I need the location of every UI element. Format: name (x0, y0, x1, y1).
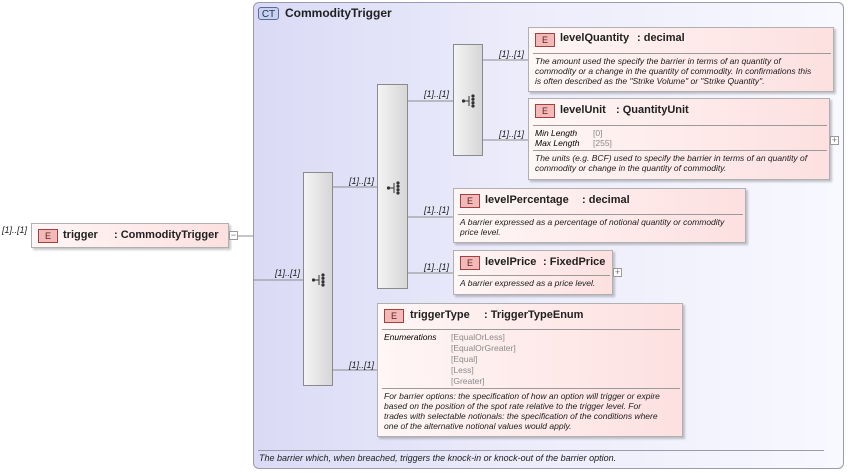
element-badge: E (460, 256, 480, 270)
innermost-sequence-compositor[interactable] (453, 44, 483, 156)
level-quantity-element[interactable]: E levelQuantity : decimal The amount use… (528, 27, 834, 92)
element-doc-line: trades with selectable notionals: the sp… (384, 411, 658, 421)
element-name: levelQuantity (560, 32, 630, 44)
element-type: : QuantityUnit (616, 104, 689, 116)
element-doc-line: The units (e.g. BCF) used to specify the… (535, 153, 808, 163)
inner-sequence-compositor[interactable] (377, 84, 408, 289)
element-badge: E (38, 229, 58, 243)
element-type: : TriggerTypeEnum (484, 309, 584, 321)
trigger-type-cardinality: [1]..[1] (349, 360, 375, 370)
collapse-toggle[interactable]: − (229, 230, 238, 240)
level-percentage-cardinality: [1]..[1] (424, 205, 450, 215)
element-type: : decimal (582, 194, 630, 206)
trigger-type-element[interactable]: E triggerType : TriggerTypeEnum Enumerat… (377, 303, 683, 437)
element-separator (458, 214, 743, 215)
outer-sequence-compositor[interactable] (303, 172, 333, 386)
inner-sequence-cardinality: [1]..[1] (349, 176, 375, 186)
element-badge: E (535, 33, 555, 47)
enumeration-value: [Equal] (451, 354, 478, 364)
expand-toggle[interactable]: + (613, 267, 622, 277)
element-separator (533, 53, 831, 54)
element-name: levelPrice (485, 256, 537, 268)
element-doc-line: one of the alternative notional values w… (384, 421, 572, 431)
sequence-icon (461, 94, 475, 108)
element-separator (533, 125, 827, 126)
innermost-sequence-cardinality: [1]..[1] (424, 89, 450, 99)
trigger-element[interactable]: E trigger : CommodityTrigger (31, 223, 229, 248)
element-doc-line: A barrier expressed as a price level. (460, 278, 596, 288)
element-doc-line: For barrier options: the specification o… (384, 391, 660, 401)
enumeration-value: [EqualOrGreater] (451, 343, 516, 353)
element-separator (382, 329, 680, 330)
enumeration-value: [Greater] (451, 376, 485, 386)
element-badge: E (460, 194, 480, 208)
element-separator (533, 150, 827, 151)
root-cardinality: [1]..[1] (2, 225, 28, 235)
level-unit-element[interactable]: E levelUnit : QuantityUnit Min Length [0… (528, 98, 830, 180)
element-doc-line: commodity or change in the quantity of c… (535, 163, 727, 173)
expand-toggle[interactable]: + (830, 135, 839, 145)
level-quantity-cardinality: [1]..[1] (499, 49, 525, 59)
level-unit-cardinality: [1]..[1] (499, 129, 525, 139)
element-badge: E (535, 104, 555, 118)
element-doc-line: is often described as the "Strike Volume… (535, 76, 765, 86)
level-price-cardinality: [1]..[1] (424, 262, 450, 272)
element-type: : decimal (637, 32, 685, 44)
element-name: levelUnit (560, 104, 606, 116)
element-doc-line: price level. (460, 227, 501, 237)
sequence-icon (386, 181, 400, 195)
element-type: : CommodityTrigger (114, 229, 219, 241)
level-price-element[interactable]: E levelPrice : FixedPrice A barrier expr… (453, 250, 613, 295)
outer-sequence-cardinality: [1]..[1] (275, 268, 301, 278)
element-type: : FixedPrice (543, 256, 606, 268)
property-value: [255] (593, 138, 612, 148)
property-value: [0] (593, 128, 603, 138)
complex-type-badge: CT (258, 7, 279, 20)
sequence-icon (311, 273, 325, 287)
element-doc-line: based on the position of the spot rate r… (384, 401, 642, 411)
property-key: Max Length (535, 138, 580, 148)
complex-type-name: CommodityTrigger (285, 6, 392, 20)
enumeration-value: [Less] (451, 365, 474, 375)
element-name: triggerType (410, 309, 470, 321)
element-separator (458, 275, 610, 276)
complex-type-doc: The barrier which, when breached, trigge… (259, 453, 617, 463)
element-doc-line: A barrier expressed as a percentage of n… (460, 217, 725, 227)
enumeration-value: [EqualOrLess] (451, 332, 505, 342)
element-name: trigger (63, 229, 98, 241)
element-separator (382, 388, 680, 389)
enumerations-label: Enumerations (384, 332, 437, 342)
element-doc-line: commodity or a change in the quantity of… (535, 66, 812, 76)
element-badge: E (384, 309, 404, 323)
element-name: levelPercentage (485, 194, 569, 206)
complex-type-separator (258, 450, 824, 451)
element-doc-line: The amount used the specify the barrier … (535, 56, 781, 66)
level-percentage-element[interactable]: E levelPercentage : decimal A barrier ex… (453, 188, 746, 243)
property-key: Min Length (535, 128, 578, 138)
